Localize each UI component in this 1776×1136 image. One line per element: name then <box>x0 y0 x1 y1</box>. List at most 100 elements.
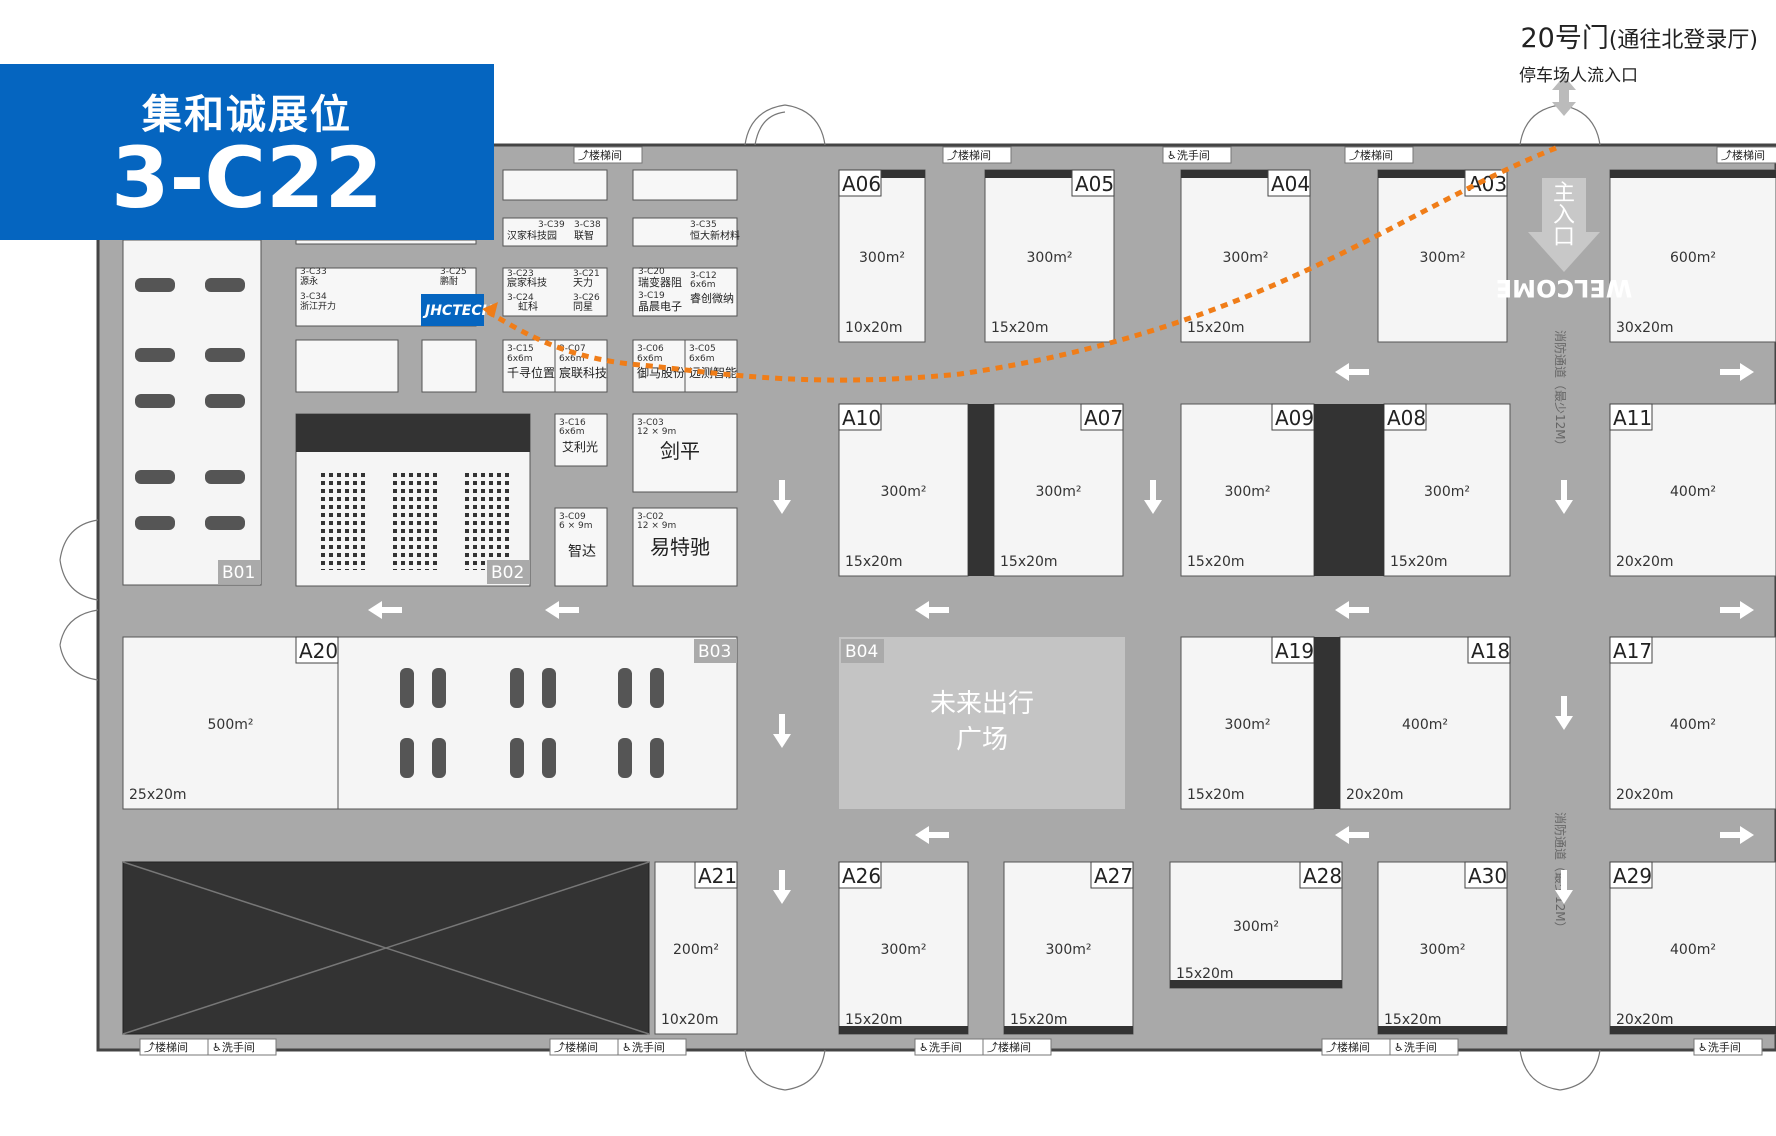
hall-top-bar <box>1181 170 1310 178</box>
booth-name: 虹科 <box>518 300 538 313</box>
plaza-b04 <box>839 637 1125 809</box>
booth-code: 3-C15 <box>507 344 534 354</box>
hall-area: 300m² <box>1420 942 1466 958</box>
washroom-tag: ♿洗手间 <box>914 1038 984 1056</box>
arrow-down-icon <box>1555 870 1573 904</box>
hall-top-bar <box>1378 170 1507 178</box>
hall-area: 200m² <box>673 942 719 958</box>
hall-id: A21 <box>698 864 737 888</box>
booth-name: 鹏耐 <box>440 275 458 287</box>
hall-dims: 15x20m <box>991 320 1049 336</box>
car-icons-b03 <box>400 668 664 778</box>
stairs-tag: ⤴楼梯间 <box>139 1038 209 1056</box>
hall-id: A29 <box>1613 864 1652 888</box>
stairs-tag: ⤴楼梯间 <box>1344 146 1414 164</box>
hall-bottom-bar <box>839 1026 968 1034</box>
hall-id-box <box>1267 169 1311 197</box>
hall-id: A27 <box>1094 864 1133 888</box>
callout-booth-number: 3-C22 <box>111 129 383 227</box>
booth-code: 3-C24 <box>507 293 534 303</box>
hall-dims: 15x20m <box>845 1012 903 1028</box>
hall-id: A17 <box>1613 639 1652 663</box>
hall-dims: 20x20m <box>1616 554 1674 570</box>
booth-name: 源永 <box>300 275 318 287</box>
arrow-left-icon <box>915 601 949 619</box>
arrow-down-icon <box>1555 480 1573 514</box>
hall-dims: 15x20m <box>1187 554 1245 570</box>
stairs-tag: ⤴楼梯间 <box>1716 146 1776 164</box>
booth-name: 宸联科技 <box>559 365 607 380</box>
arrow-right-icon <box>1720 363 1754 381</box>
arrow-left-icon <box>368 601 402 619</box>
gate-sub: 停车场人流入口 <box>1519 66 1638 86</box>
hall-area: 300m² <box>1223 250 1269 266</box>
booth-name: 天力 <box>573 276 593 289</box>
hall-id: A06 <box>842 172 881 196</box>
zone-label-b01: B01 <box>222 563 255 583</box>
entrance-char: 主 <box>1553 181 1575 206</box>
hall-dims: 30x20m <box>1616 320 1674 336</box>
svg-text:♿洗手间: ♿洗手间 <box>1167 148 1210 162</box>
hall-id: A26 <box>842 864 881 888</box>
hall-area: 400m² <box>1670 484 1716 500</box>
booth-code: 3-C34 <box>300 292 327 302</box>
hall-id: A30 <box>1468 864 1507 888</box>
hall-area: 400m² <box>1670 942 1716 958</box>
booth-name: 艾利光 <box>562 440 598 454</box>
hall-id-box <box>1271 636 1315 664</box>
hall-area: 300m² <box>1233 919 1279 935</box>
booth-code: 3-C26 <box>573 293 600 303</box>
booth-3-c22-highlight[interactable] <box>421 294 484 326</box>
booth-size: 6x6m <box>689 354 715 364</box>
hall-id: A19 <box>1275 639 1314 663</box>
booth-callout: 集和诚展位 3-C22 <box>0 64 494 240</box>
hall-box <box>1377 861 1508 1035</box>
arrow-left-icon <box>545 601 579 619</box>
hall-area: 300m² <box>859 250 905 266</box>
booth-name: 恒大新材料 <box>690 229 740 242</box>
stairs-tag: ⤴楼梯间 <box>982 1038 1052 1056</box>
hall-id-box <box>295 636 339 664</box>
gate-20-label: 20号门(通往北登录厅) 停车场人流入口 <box>1519 16 1758 86</box>
hall-dims: 15x20m <box>1384 1012 1442 1028</box>
hall-box <box>1180 403 1315 577</box>
hall-dims: 20x20m <box>1616 787 1674 803</box>
booth-code: 3-C12 <box>690 271 717 281</box>
svg-text:⤴楼梯间: ⤴楼梯间 <box>987 1040 1031 1054</box>
hall-id-box <box>1271 403 1315 431</box>
hall-box <box>1383 403 1511 577</box>
hall-dims: 15x20m <box>1176 966 1234 982</box>
hall-id: A04 <box>1271 172 1310 196</box>
hall-dims: 15x20m <box>845 554 903 570</box>
hall-id-box <box>1080 403 1124 431</box>
zone-b03 <box>337 636 738 810</box>
hall-top-bar <box>985 170 1114 178</box>
hall-area: 400m² <box>1670 717 1716 733</box>
booth-size: 12 × 9m <box>637 521 676 531</box>
zone-label-b03: B03 <box>698 642 731 662</box>
hall-box <box>1609 169 1776 343</box>
hall-bottom-bar <box>1170 980 1342 988</box>
booth-code: 3-C25 <box>440 267 467 277</box>
booth-code: 3-C20 <box>638 267 665 277</box>
washroom-tag: ♿洗手间 <box>1693 1038 1763 1056</box>
hall-area: 500m² <box>208 717 254 733</box>
washroom-tag: ♿洗手间 <box>1389 1038 1459 1056</box>
entrance-char: 口 <box>1553 225 1575 250</box>
booth-code: 3-C35 <box>690 220 717 230</box>
booth-name: 浙江开力 <box>300 300 336 312</box>
booth-name: 瑞变器阻 <box>638 275 682 289</box>
hall-box <box>838 861 969 1035</box>
hall-id: A10 <box>842 406 881 430</box>
fire-lane-label: 消防通道（最少12M） <box>1553 330 1568 452</box>
hall-area: 300m² <box>1046 942 1092 958</box>
svg-text:♿洗手间: ♿洗手间 <box>919 1040 962 1054</box>
booth-name: 睿创微纳 <box>690 291 734 305</box>
hall-area: 300m² <box>1225 484 1271 500</box>
booth-name: 汉家科技园 <box>507 229 557 242</box>
hall-area: 600m² <box>1670 250 1716 266</box>
hall-id: A28 <box>1303 864 1342 888</box>
zone-label-b02: B02 <box>491 563 524 583</box>
hall-box <box>993 403 1124 577</box>
booth-3-c22-logo: JHCTECH <box>422 303 494 319</box>
